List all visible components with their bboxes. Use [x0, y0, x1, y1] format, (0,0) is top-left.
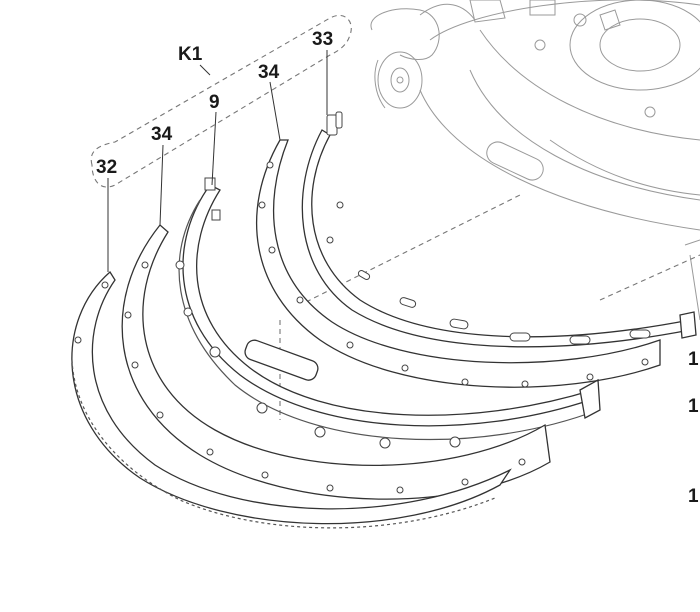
- deck-housing: [419, 0, 700, 321]
- callout-edge-2: 1: [688, 396, 699, 417]
- callout-k1: K1: [178, 44, 203, 65]
- part-32-ribbed-skirt: [71, 271, 512, 529]
- leader-lines: [107, 50, 328, 272]
- part-9-wire-frame: [175, 177, 601, 449]
- callout-32: 32: [96, 157, 117, 178]
- callout-9: 9: [209, 92, 220, 113]
- part-33-slotted-strip: [301, 111, 697, 348]
- part-34-upper-band: [255, 139, 661, 388]
- callout-34-left: 34: [151, 124, 173, 145]
- callout-edge-1: 1: [688, 349, 699, 370]
- kit-k1-boundary: [90, 14, 352, 188]
- caster-wheel: [370, 3, 476, 109]
- callout-edge-3: 1: [688, 486, 699, 507]
- callout-33: 33: [312, 29, 333, 50]
- callout-34-top: 34: [258, 62, 280, 83]
